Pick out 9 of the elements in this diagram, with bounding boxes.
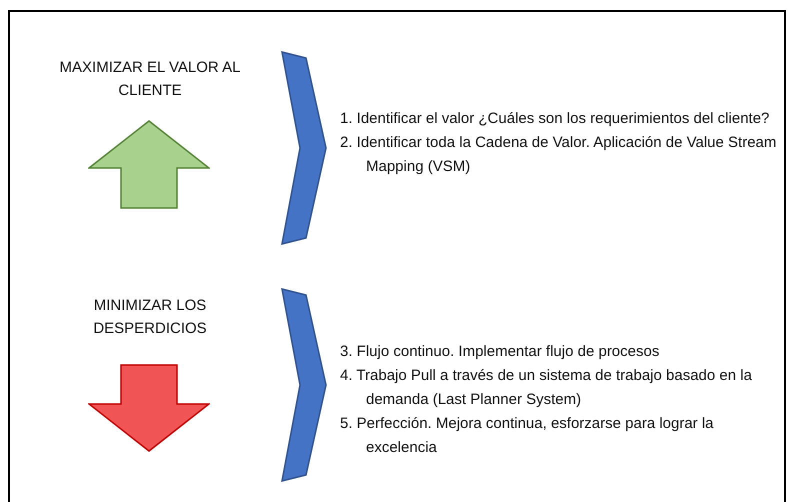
list-item: 3. Flujo continuo. Implementar flujo de procesos [340, 342, 660, 362]
chevron-bracket [280, 50, 328, 246]
list-item: 4. Trabajo Pull a través de un sistema de trabajo basado en la demanda (Last Planner System) [340, 366, 753, 410]
heading: MAXIMIZAR EL VALOR AL CLIENTE [58, 58, 242, 101]
chevron-bracket [280, 287, 328, 483]
list-item: 2. Identificar toda la Cadena de Valor. Aplicación de Value Stream Mapping (VSM) [340, 133, 778, 177]
heading: MINIMIZAR LOS DESPERDICIOS [92, 296, 208, 339]
list-item: 5. Perfección. Mejora continua, esforzarse para lograr la excelencia [340, 414, 715, 458]
list-item: 1. Identificar el valor ¿Cuáles son los requerimientos del cliente? [340, 109, 770, 129]
